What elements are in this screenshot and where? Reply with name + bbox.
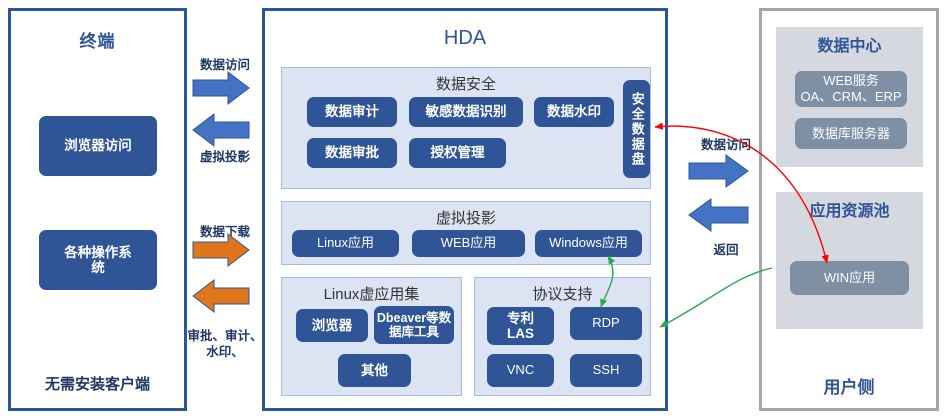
terminal-box-operating-systems[interactable]: 各种操作系 统 xyxy=(39,230,157,290)
user-side-footer: 用户侧 xyxy=(823,378,875,397)
box-patent-las[interactable]: 专利 LAS xyxy=(487,307,554,345)
terminal-panel: 终端 浏览器访问 各种操作系 统 无需安装客户端 xyxy=(8,8,187,411)
box-vnc[interactable]: VNC xyxy=(487,354,554,387)
label-right-return: 返回 xyxy=(713,243,739,257)
group-linux-virtual-app-set-title: Linux虚应用集 xyxy=(323,286,420,303)
terminal-footer-note: 无需安装客户端 xyxy=(44,376,150,393)
user-side-panel: 数据中心 WEB服务 OA、CRM、ERP 数据库服务器 应用资源池 WIN应用… xyxy=(759,8,939,411)
group-linux-virtual-app-set: Linux虚应用集 浏览器 Dbeaver等数据库工具 其他 xyxy=(281,277,462,396)
group-app-resource-pool-title: 应用资源池 xyxy=(809,203,890,220)
block-arrow-left-left-blue xyxy=(192,112,250,148)
terminal-box-browser-access[interactable]: 浏览器访问 xyxy=(39,116,157,176)
block-arrow-right-left-blue xyxy=(688,198,749,232)
group-data-center-title: 数据中心 xyxy=(817,38,882,55)
label-left-approval-audit-watermark: 审批、审计、 水印、 xyxy=(187,329,263,359)
box-rdp[interactable]: RDP xyxy=(570,307,642,340)
group-data-security: 数据安全 数据审计 敏感数据识别 数据水印 安全数据盘 数据审批 授权管理 xyxy=(281,67,651,189)
box-win-app[interactable]: WIN应用 xyxy=(790,261,909,295)
box-database-server[interactable]: 数据库服务器 xyxy=(795,118,907,149)
block-arrow-right-right-blue xyxy=(688,154,749,188)
label-right-data-access: 数据访问 xyxy=(700,138,751,152)
label-left-data-download: 数据下载 xyxy=(199,225,250,239)
curve-green-win-app-to-rdp xyxy=(659,267,773,328)
label-left-data-access: 数据访问 xyxy=(199,58,250,72)
box-other[interactable]: 其他 xyxy=(338,354,411,387)
box-web-service[interactable]: WEB服务 OA、CRM、ERP xyxy=(795,71,907,107)
group-app-resource-pool: 应用资源池 WIN应用 xyxy=(776,192,923,329)
box-windows-app[interactable]: Windows应用 xyxy=(535,230,642,257)
label-left-virtual-projection: 虚拟投影 xyxy=(199,150,250,164)
box-ssh[interactable]: SSH xyxy=(570,354,642,387)
group-data-security-title: 数据安全 xyxy=(435,76,496,93)
hda-title: HDA xyxy=(443,27,487,49)
box-secure-data-disk[interactable]: 安全数据盘 xyxy=(623,80,650,178)
group-virtual-projection: 虚拟投影 Linux应用 WEB应用 Windows应用 xyxy=(281,201,651,265)
group-protocol-support: 协议支持 专利 LAS RDP VNC SSH xyxy=(474,277,651,396)
box-linux-app[interactable]: Linux应用 xyxy=(292,230,399,257)
terminal-title: 终端 xyxy=(79,32,116,51)
group-virtual-projection-title: 虚拟投影 xyxy=(435,210,496,227)
hda-panel: HDA 数据安全 数据审计 敏感数据识别 数据水印 安全数据盘 数据审批 授权管… xyxy=(262,8,668,411)
box-browser[interactable]: 浏览器 xyxy=(296,309,368,342)
box-dbeaver-db-tools[interactable]: Dbeaver等数据库工具 xyxy=(374,306,454,344)
box-data-audit[interactable]: 数据审计 xyxy=(307,97,397,127)
box-data-approval[interactable]: 数据审批 xyxy=(307,138,397,168)
block-arrow-left-right-blue xyxy=(192,70,250,106)
block-arrow-left-left-orange xyxy=(192,278,250,314)
box-data-watermark[interactable]: 数据水印 xyxy=(534,97,614,127)
box-web-app[interactable]: WEB应用 xyxy=(412,230,525,257)
box-sensitive-data-identification[interactable]: 敏感数据识别 xyxy=(409,97,523,127)
box-authorization-management[interactable]: 授权管理 xyxy=(409,138,506,168)
group-data-center: 数据中心 WEB服务 OA、CRM、ERP 数据库服务器 xyxy=(776,27,923,167)
group-protocol-support-title: 协议支持 xyxy=(532,286,593,303)
